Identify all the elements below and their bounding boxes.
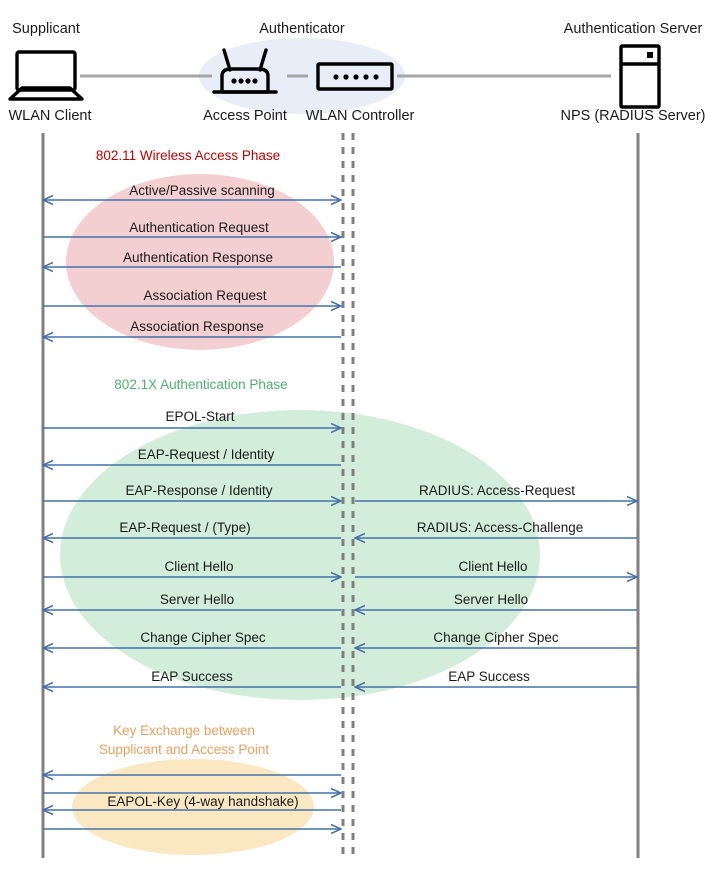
message-label: Change Cipher Spec [140, 630, 266, 645]
message-label: EAP-Request / Identity [138, 447, 275, 462]
message-label: EAP-Response / Identity [125, 483, 272, 498]
message-label: Active/Passive scanning [129, 183, 275, 198]
phase-ellipse-key-exchange [72, 759, 314, 855]
message-row: EAP Success [43, 669, 341, 687]
message-row: RADIUS: Access-Challenge [355, 520, 637, 538]
message-row: EPOL-Start [43, 409, 341, 428]
message-row: Server Hello [43, 592, 341, 610]
message-label: Association Response [130, 319, 264, 334]
message-row: EAPOL-Key (4-way handshake) [43, 794, 341, 810]
message-label: Server Hello [160, 592, 234, 607]
actor-role-auth-server: Authentication Server [564, 21, 703, 37]
phase-ellipse-8021x [60, 410, 540, 700]
message-row: Authentication Request [43, 220, 341, 237]
actor-name-wlan-controller: WLAN Controller [306, 108, 415, 124]
laptop-icon [8, 50, 84, 101]
actor-name-supplicant: WLAN Client [9, 108, 92, 124]
message-row: Authentication Response [43, 250, 341, 267]
message-row: Association Response [43, 319, 341, 337]
message-label: Client Hello [164, 559, 233, 574]
message-label: Association Request [143, 288, 266, 303]
actor-name-auth-server: NPS (RADIUS Server) [560, 108, 705, 124]
message-row: Change Cipher Spec [43, 630, 341, 648]
message-label: EAP Success [448, 669, 530, 684]
message-label: RADIUS: Access-Request [419, 483, 575, 498]
message-label: Server Hello [454, 592, 528, 607]
message-row: Server Hello [355, 592, 637, 610]
message-row: EAP-Request / (Type) [43, 520, 341, 538]
actor-name-access-point: Access Point [203, 108, 287, 124]
message-label: Client Hello [458, 559, 527, 574]
message-row: EAP-Request / Identity [43, 447, 341, 465]
message-row: Client Hello [355, 559, 637, 577]
message-label: EAP Success [151, 669, 233, 684]
message-row: Client Hello [43, 559, 341, 577]
server-rack-icon [619, 44, 661, 109]
message-label: RADIUS: Access-Challenge [417, 520, 584, 535]
wireless-access-point-icon [212, 48, 278, 94]
message-label: Authentication Response [123, 250, 273, 265]
phase-label-key-exchange-line2: Supplicant and Access Point [99, 742, 270, 757]
message-row: Active/Passive scanning [43, 183, 341, 200]
message-row: Association Request [43, 288, 341, 306]
message-label: EAP-Request / (Type) [119, 520, 250, 535]
message-label: EAPOL-Key (4-way handshake) [107, 794, 298, 809]
actor-role-authenticator: Authenticator [259, 21, 345, 37]
network-switch-icon [316, 62, 394, 91]
message-label: EPOL-Start [165, 409, 234, 424]
message-label: Change Cipher Spec [433, 630, 559, 645]
message-row: RADIUS: Access-Request [355, 483, 637, 501]
message-row: EAP-Response / Identity [43, 483, 341, 501]
message-label: Authentication Request [129, 220, 269, 235]
phase-label-key-exchange-line1: Key Exchange between [113, 723, 255, 738]
phase-label-8021x: 802.1X Authentication Phase [114, 377, 287, 392]
phase-label-80211: 802.11 Wireless Access Phase [96, 148, 280, 163]
message-row: EAP Success [355, 669, 637, 687]
actor-role-supplicant: Supplicant [12, 21, 80, 37]
message-row: Change Cipher Spec [355, 630, 637, 648]
